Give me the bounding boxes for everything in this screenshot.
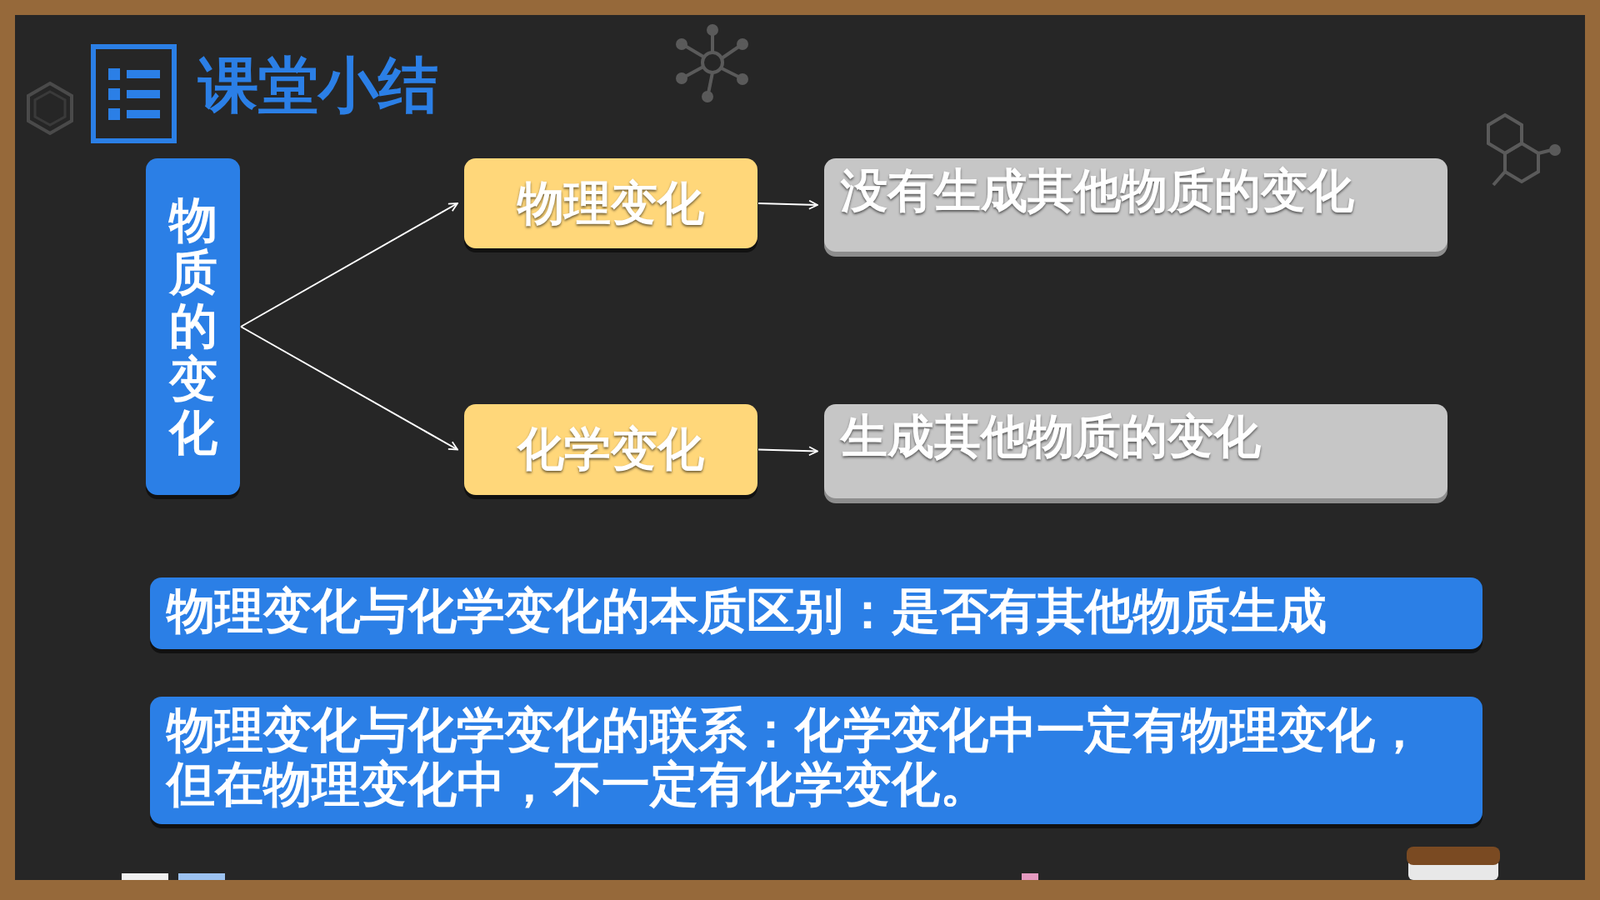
- node-label: 物理变化与化学变化的本质区别：是否有其他物质生成: [166, 584, 1327, 639]
- node-label: 物理变化: [517, 177, 705, 230]
- node-label: 生成其他物质的变化: [840, 410, 1261, 464]
- summary-band: 物理变化与化学变化的本质区别：是否有其他物质生成: [150, 577, 1483, 650]
- vertical-label: 物质的变化: [169, 194, 218, 460]
- eraser: [1406, 846, 1500, 880]
- slide-title: 课堂小结: [198, 55, 439, 115]
- node-label: 化学变化: [517, 423, 705, 476]
- board-ground: [15, 15, 1585, 880]
- chalk-piece: [121, 873, 169, 880]
- node-label: 物理变化与化学变化的联系：化学变化中一定有物理变化，但在物理变化中，不一定有化学…: [166, 703, 1466, 812]
- chalk-piece: [178, 873, 225, 880]
- list-icon: [93, 46, 175, 141]
- category-box: 物理变化: [464, 158, 758, 249]
- node-label: 没有生成其他物质的变化: [840, 165, 1355, 218]
- topic-box: 物质的变化: [145, 158, 240, 495]
- molecule-icon: [677, 25, 747, 101]
- category-box: 化学变化: [464, 404, 758, 495]
- definition-box: 没有生成其他物质的变化: [824, 158, 1448, 252]
- connector-arrow: [240, 326, 458, 450]
- chalk-piece: [1021, 873, 1039, 880]
- connector-arrow: [758, 450, 818, 452]
- definition-box: 生成其他物质的变化: [824, 404, 1448, 499]
- hexagon-icon: [28, 83, 72, 134]
- summary-band: 物理变化与化学变化的联系：化学变化中一定有物理变化，但在物理变化中，不一定有化学…: [150, 696, 1483, 825]
- hexagon-icon: [35, 91, 65, 125]
- connector-arrow: [240, 203, 458, 327]
- naphthalene-icon: [1488, 115, 1560, 185]
- connector-arrow: [758, 203, 818, 205]
